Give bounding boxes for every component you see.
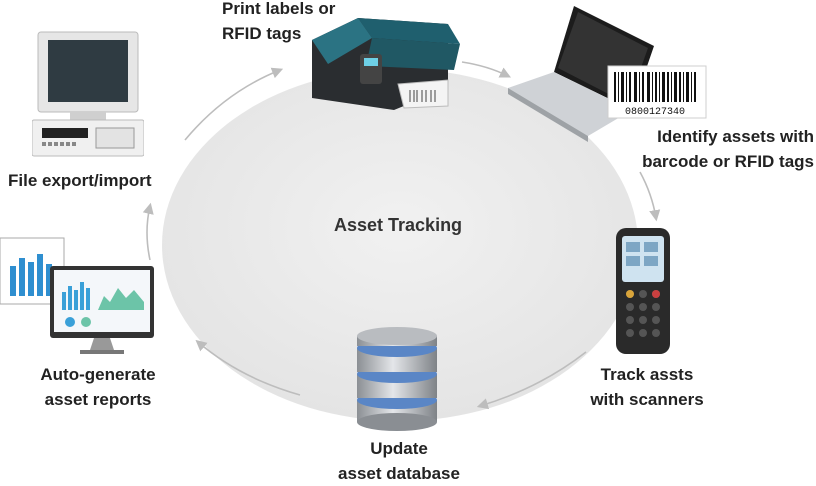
barcode-number: 0800127340 — [625, 107, 685, 118]
report-monitor-icon — [0, 237, 154, 354]
label-printer-icon — [312, 18, 460, 110]
laptop-barcode-icon: 0800127340 — [508, 6, 707, 142]
arrow-update-to-reports — [195, 339, 301, 396]
arrow-track-to-update — [476, 351, 587, 410]
arrow-reports-to-file — [142, 202, 154, 261]
step-label-file: File export/import — [8, 171, 152, 190]
handheld-scanner-icon — [616, 228, 670, 354]
center-ellipse — [162, 69, 638, 421]
desktop-computer-icon — [32, 31, 144, 157]
database-icon — [357, 327, 437, 431]
arrow-file-to-print — [184, 67, 284, 141]
arrow-identify-to-track — [639, 171, 661, 222]
center-label: Asset Tracking — [334, 215, 463, 235]
arrow-print-to-identify — [461, 61, 512, 78]
